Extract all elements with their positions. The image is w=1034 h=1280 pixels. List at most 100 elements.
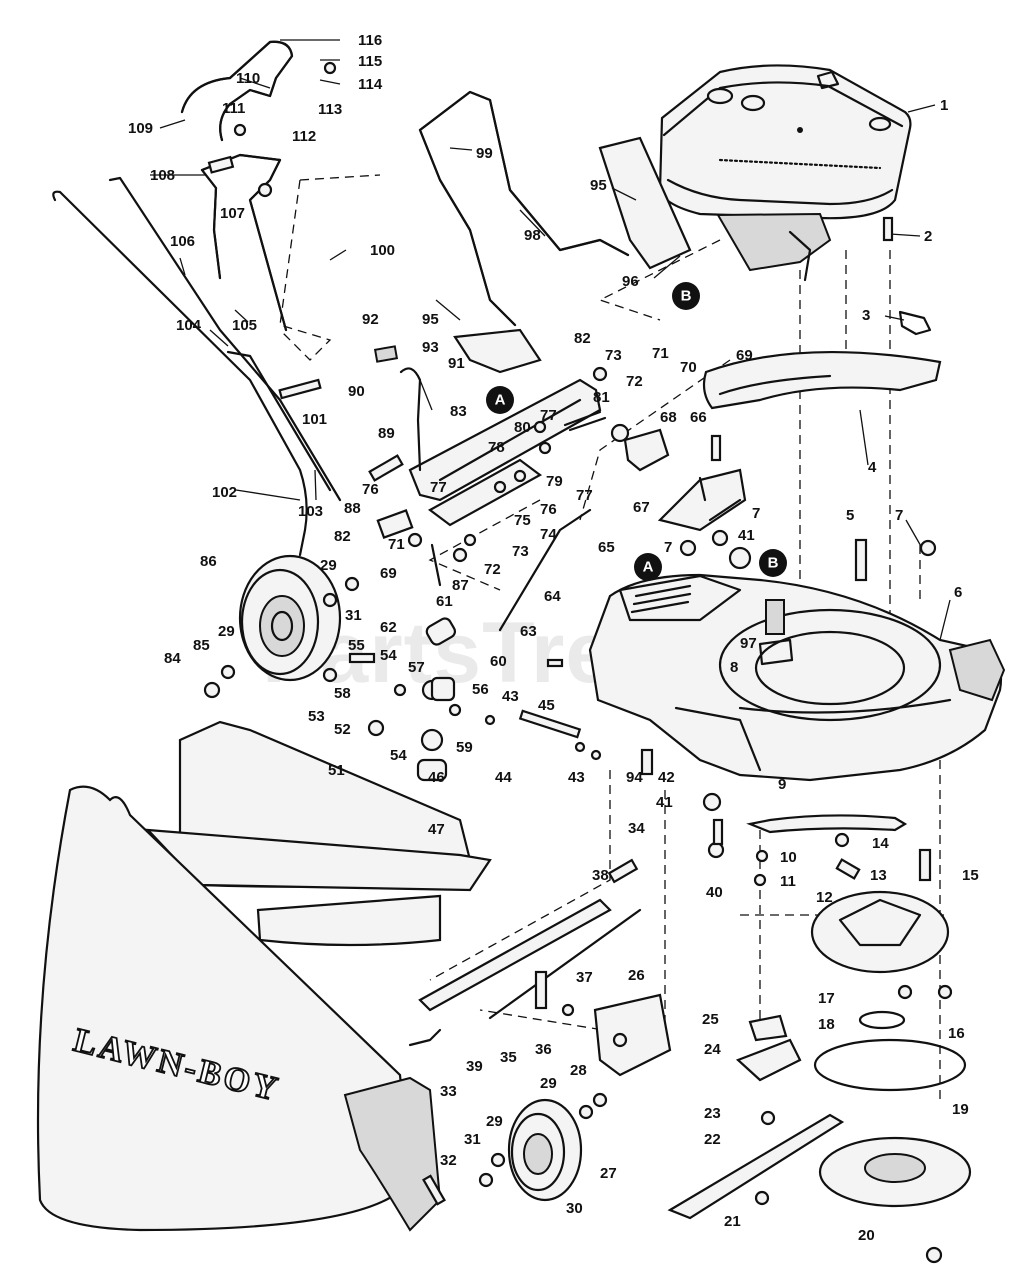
callout-108: 108 [150,167,175,184]
callout-38: 38 [592,867,609,884]
callout-58: 58 [334,685,351,702]
callout-65: 65 [598,539,615,556]
callout-15: 15 [962,867,979,884]
callout-35: 35 [500,1049,517,1066]
callout-26: 26 [628,967,645,984]
callout-77-b: 77 [430,479,447,496]
callout-81: 81 [593,389,610,406]
callout-76-bottom: 76 [540,501,557,518]
callout-31-front: 31 [464,1131,481,1148]
callout-22: 22 [704,1131,721,1148]
callout-71-top: 71 [652,345,669,362]
chute-hinge-rods [408,898,642,1047]
callout-61: 61 [436,593,453,610]
callout-95-top: 95 [590,177,607,194]
callout-34: 34 [628,820,645,837]
callout-78: 78 [488,439,505,456]
grass-chute [145,720,492,947]
callout-43-bottom: 43 [568,769,585,786]
axle-bracket [593,993,672,1077]
callout-97: 97 [740,635,757,652]
callout-33: 33 [440,1083,457,1100]
callout-82-bottom: 82 [334,528,351,545]
engine [658,64,912,282]
callout-73-top: 73 [605,347,622,364]
callout-80: 80 [514,419,531,436]
callout-30: 30 [566,1200,583,1217]
callout-52: 52 [334,721,351,738]
callout-20: 20 [858,1227,875,1244]
callout-6: 6 [954,584,962,601]
callout-89: 89 [378,425,395,442]
callout-24: 24 [704,1041,721,1058]
callout-41-bottom: 41 [656,794,673,811]
callout-45: 45 [538,697,555,714]
callout-92: 92 [362,311,379,328]
callout-8: 8 [730,659,738,676]
callout-25: 25 [702,1011,719,1028]
callout-40: 40 [706,884,723,901]
callout-114: 114 [358,76,383,93]
callout-77-c: 77 [576,487,593,504]
callout-67: 67 [633,499,650,516]
callout-27: 27 [600,1165,617,1182]
callout-31-rear: 31 [345,607,362,624]
callout-37: 37 [576,969,593,986]
callout-9: 9 [778,776,786,793]
callout-84: 84 [164,650,181,667]
callout-5: 5 [846,507,854,524]
grass-bag: LAWN-BOY [36,785,442,1232]
callout-11: 11 [780,873,796,890]
callout-106: 106 [170,233,195,250]
callout-41-top: 41 [738,527,755,544]
callout-98: 98 [524,227,541,244]
callout-51: 51 [328,762,345,779]
callout-64: 64 [544,588,561,605]
callout-14: 14 [872,835,889,852]
callout-54-bottom: 54 [390,747,407,764]
callout-46: 46 [428,769,445,786]
callout-18: 18 [818,1016,835,1033]
callout-113: 113 [318,101,342,118]
badge-a-lower: A [634,553,662,581]
callout-86: 86 [200,553,217,570]
svg-text:A: A [643,559,654,576]
linkage-assembly [373,136,692,587]
callout-69-left: 69 [380,565,397,582]
callout-3: 3 [862,307,870,324]
callout-63: 63 [520,623,537,640]
callout-59: 59 [456,739,473,756]
rear-wheel-left [238,554,342,682]
callout-102: 102 [212,484,237,501]
callout-88: 88 [344,500,361,517]
callout-85: 85 [193,637,210,654]
callout-39: 39 [466,1058,483,1075]
callout-60: 60 [490,653,507,670]
callout-53: 53 [308,708,325,725]
svg-text:B: B [681,288,692,305]
callout-17: 17 [818,990,835,1007]
callout-74: 74 [540,526,557,543]
callout-107: 107 [220,205,245,222]
callout-leaders [150,39,951,641]
callout-2: 2 [924,228,932,245]
callout-112: 112 [292,128,316,145]
badge-a-upper: A [486,386,514,414]
callout-43-top: 43 [502,688,519,705]
callout-36: 36 [535,1041,552,1058]
svg-text:A: A [495,392,506,409]
callout-57: 57 [408,659,425,676]
badge-b-upper: B [672,282,700,310]
callout-54-top: 54 [380,647,397,664]
callout-29-rear-b: 29 [218,623,235,640]
callout-100: 100 [370,242,395,259]
callout-47: 47 [428,821,445,838]
front-wheel [507,1098,583,1202]
callout-111: 111 [222,100,245,117]
callout-72-bottom: 72 [484,561,501,578]
callout-12: 12 [816,889,833,906]
callout-82-top: 82 [574,330,591,347]
callout-77-a: 77 [540,407,557,424]
callout-19: 19 [952,1101,969,1118]
